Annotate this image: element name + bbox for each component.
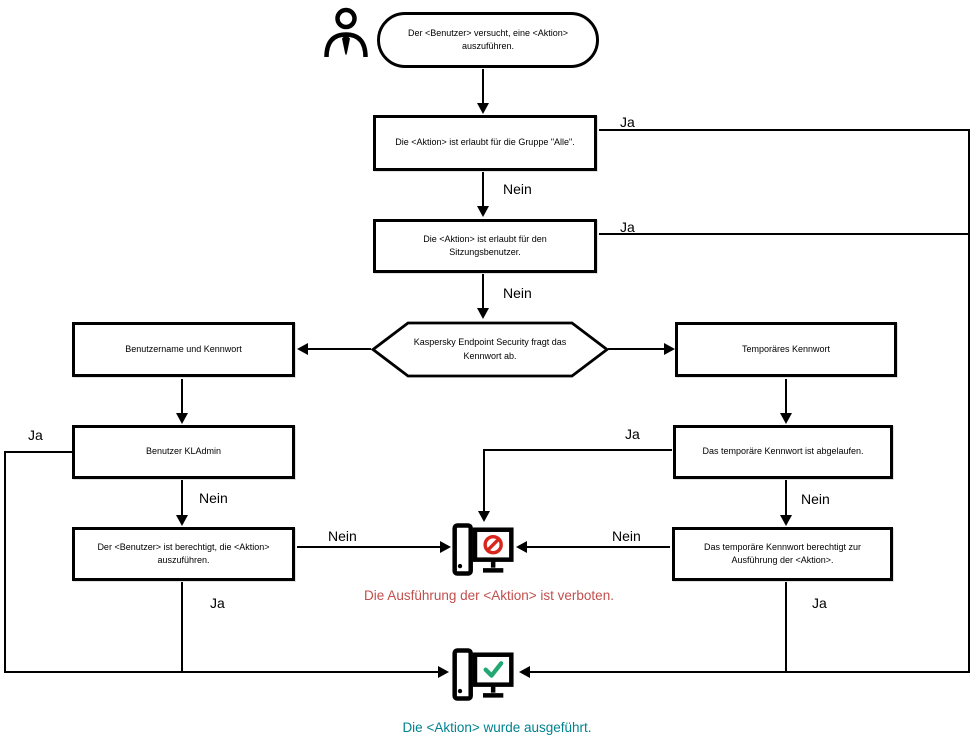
arrowhead-into-sessionuser — [477, 206, 489, 217]
arrowhead-into-authorized — [176, 515, 188, 526]
connector-expired-ja-to-denied — [483, 449, 672, 512]
arrowhead-into-expired — [780, 413, 792, 424]
edge-label-groupall-ja: Ja — [620, 114, 635, 130]
edge-label-authorized-nein: Nein — [328, 528, 357, 544]
prohibition-sign — [483, 534, 503, 555]
computer-denied-icon — [452, 522, 514, 577]
edge-label-kladmin-ja: Ja — [28, 427, 43, 443]
node-password-prompt: Kaspersky Endpoint Security fragt das Ke… — [371, 321, 609, 378]
edge-label-authorizes-ja: Ja — [812, 595, 827, 611]
edge-label-sessionuser-ja: Ja — [620, 219, 635, 235]
arrowhead-into-authorizes — [780, 515, 792, 526]
connector-kladmin-ja-rail — [4, 451, 439, 673]
edge-label-sessionuser-nein: Nein — [503, 285, 532, 301]
node-username-password-label: Benutzername und Kennwort — [125, 343, 242, 354]
edge-label-expired-ja: Ja — [625, 426, 640, 442]
node-group-all: Die <Aktion> ist erlaubt für die Gruppe … — [373, 115, 597, 171]
arrowhead-into-kladmin — [176, 413, 188, 424]
arrowhead-into-usernamepassword — [297, 343, 308, 355]
arrowhead-denied-top — [478, 511, 490, 522]
node-username-password: Benutzername und Kennwort — [72, 322, 295, 377]
node-user-authorized-label: Der <Benutzer> ist berechtigt, die <Akti… — [97, 541, 270, 566]
start-node: Der <Benutzer> versucht, eine <Aktion> a… — [377, 12, 599, 68]
connector-groupall-ja-rail — [529, 129, 970, 673]
node-temp-authorizes-label: Das temporäre Kennwort berechtigt zur Au… — [703, 541, 862, 566]
computer-success-icon — [452, 647, 514, 702]
person-icon — [323, 7, 369, 58]
node-user-authorized: Der <Benutzer> ist berechtigt, die <Akti… — [72, 527, 295, 581]
arrowhead-into-groupall — [477, 103, 489, 114]
node-temp-expired: Das temporäre Kennwort ist abgelaufen. — [673, 425, 893, 479]
node-session-user: Die <Aktion> ist erlaubt für den Sitzung… — [373, 219, 597, 273]
node-temp-authorizes: Das temporäre Kennwort berechtigt zur Au… — [672, 527, 893, 581]
arrowhead-success-right — [519, 666, 530, 678]
edge-label-authorized-ja: Ja — [210, 595, 225, 611]
node-session-user-label: Die <Aktion> ist erlaubt für den Sitzung… — [423, 233, 547, 258]
arrowhead-success-left — [438, 666, 449, 678]
edge-label-kladmin-nein: Nein — [199, 490, 228, 506]
arrowhead-denied-right — [516, 541, 527, 553]
node-temporary-password: Temporäres Kennwort — [675, 322, 897, 377]
node-temp-expired-label: Das temporäre Kennwort ist abgelaufen. — [702, 446, 864, 457]
check-mark — [483, 661, 504, 678]
arrowhead-denied-left — [440, 541, 451, 553]
result-denied-text: Die Ausführung der <Aktion> ist verboten… — [364, 588, 614, 603]
edge-label-expired-nein: Nein — [801, 491, 830, 507]
node-password-prompt-label: Kaspersky Endpoint Security fragt das Ke… — [413, 337, 567, 361]
hexagon-shape — [371, 321, 609, 378]
node-temporary-password-label: Temporäres Kennwort — [741, 343, 831, 354]
node-kladmin-label: Benutzer KLAdmin — [145, 446, 222, 457]
node-kladmin: Benutzer KLAdmin — [72, 425, 295, 479]
arrowhead-into-prompt — [477, 308, 489, 319]
node-group-all-label: Die <Aktion> ist erlaubt für die Gruppe … — [395, 137, 575, 148]
arrowhead-into-temppassword — [664, 343, 675, 355]
edge-label-authorizes-nein: Nein — [612, 528, 641, 544]
result-executed-text: Die <Aktion> wurde ausgeführt. — [402, 720, 592, 735]
start-node-label: Der <Benutzer> versucht, eine <Aktion> a… — [407, 27, 569, 52]
edge-label-groupall-nein: Nein — [503, 181, 532, 197]
